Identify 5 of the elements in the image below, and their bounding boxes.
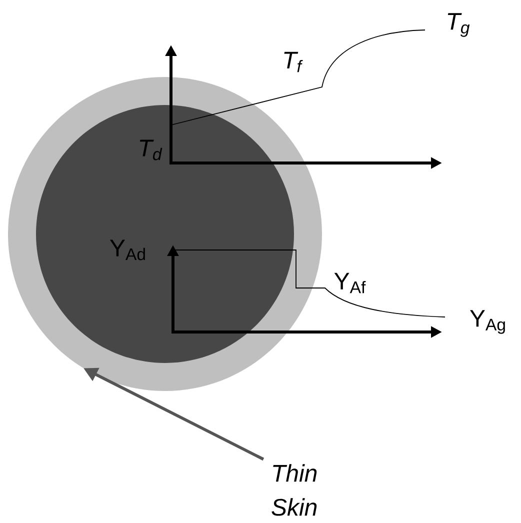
variable-label: T$_{d}$ bbox=[140, 140, 162, 160]
variable-label: T$_{g}$ bbox=[448, 13, 470, 37]
skin-label: Thin Skin bbox=[272, 464, 317, 516]
variable-label: Y$_{Ad}$ bbox=[110, 240, 145, 260]
variable-label: Y$_{Ag}$ bbox=[470, 310, 505, 334]
